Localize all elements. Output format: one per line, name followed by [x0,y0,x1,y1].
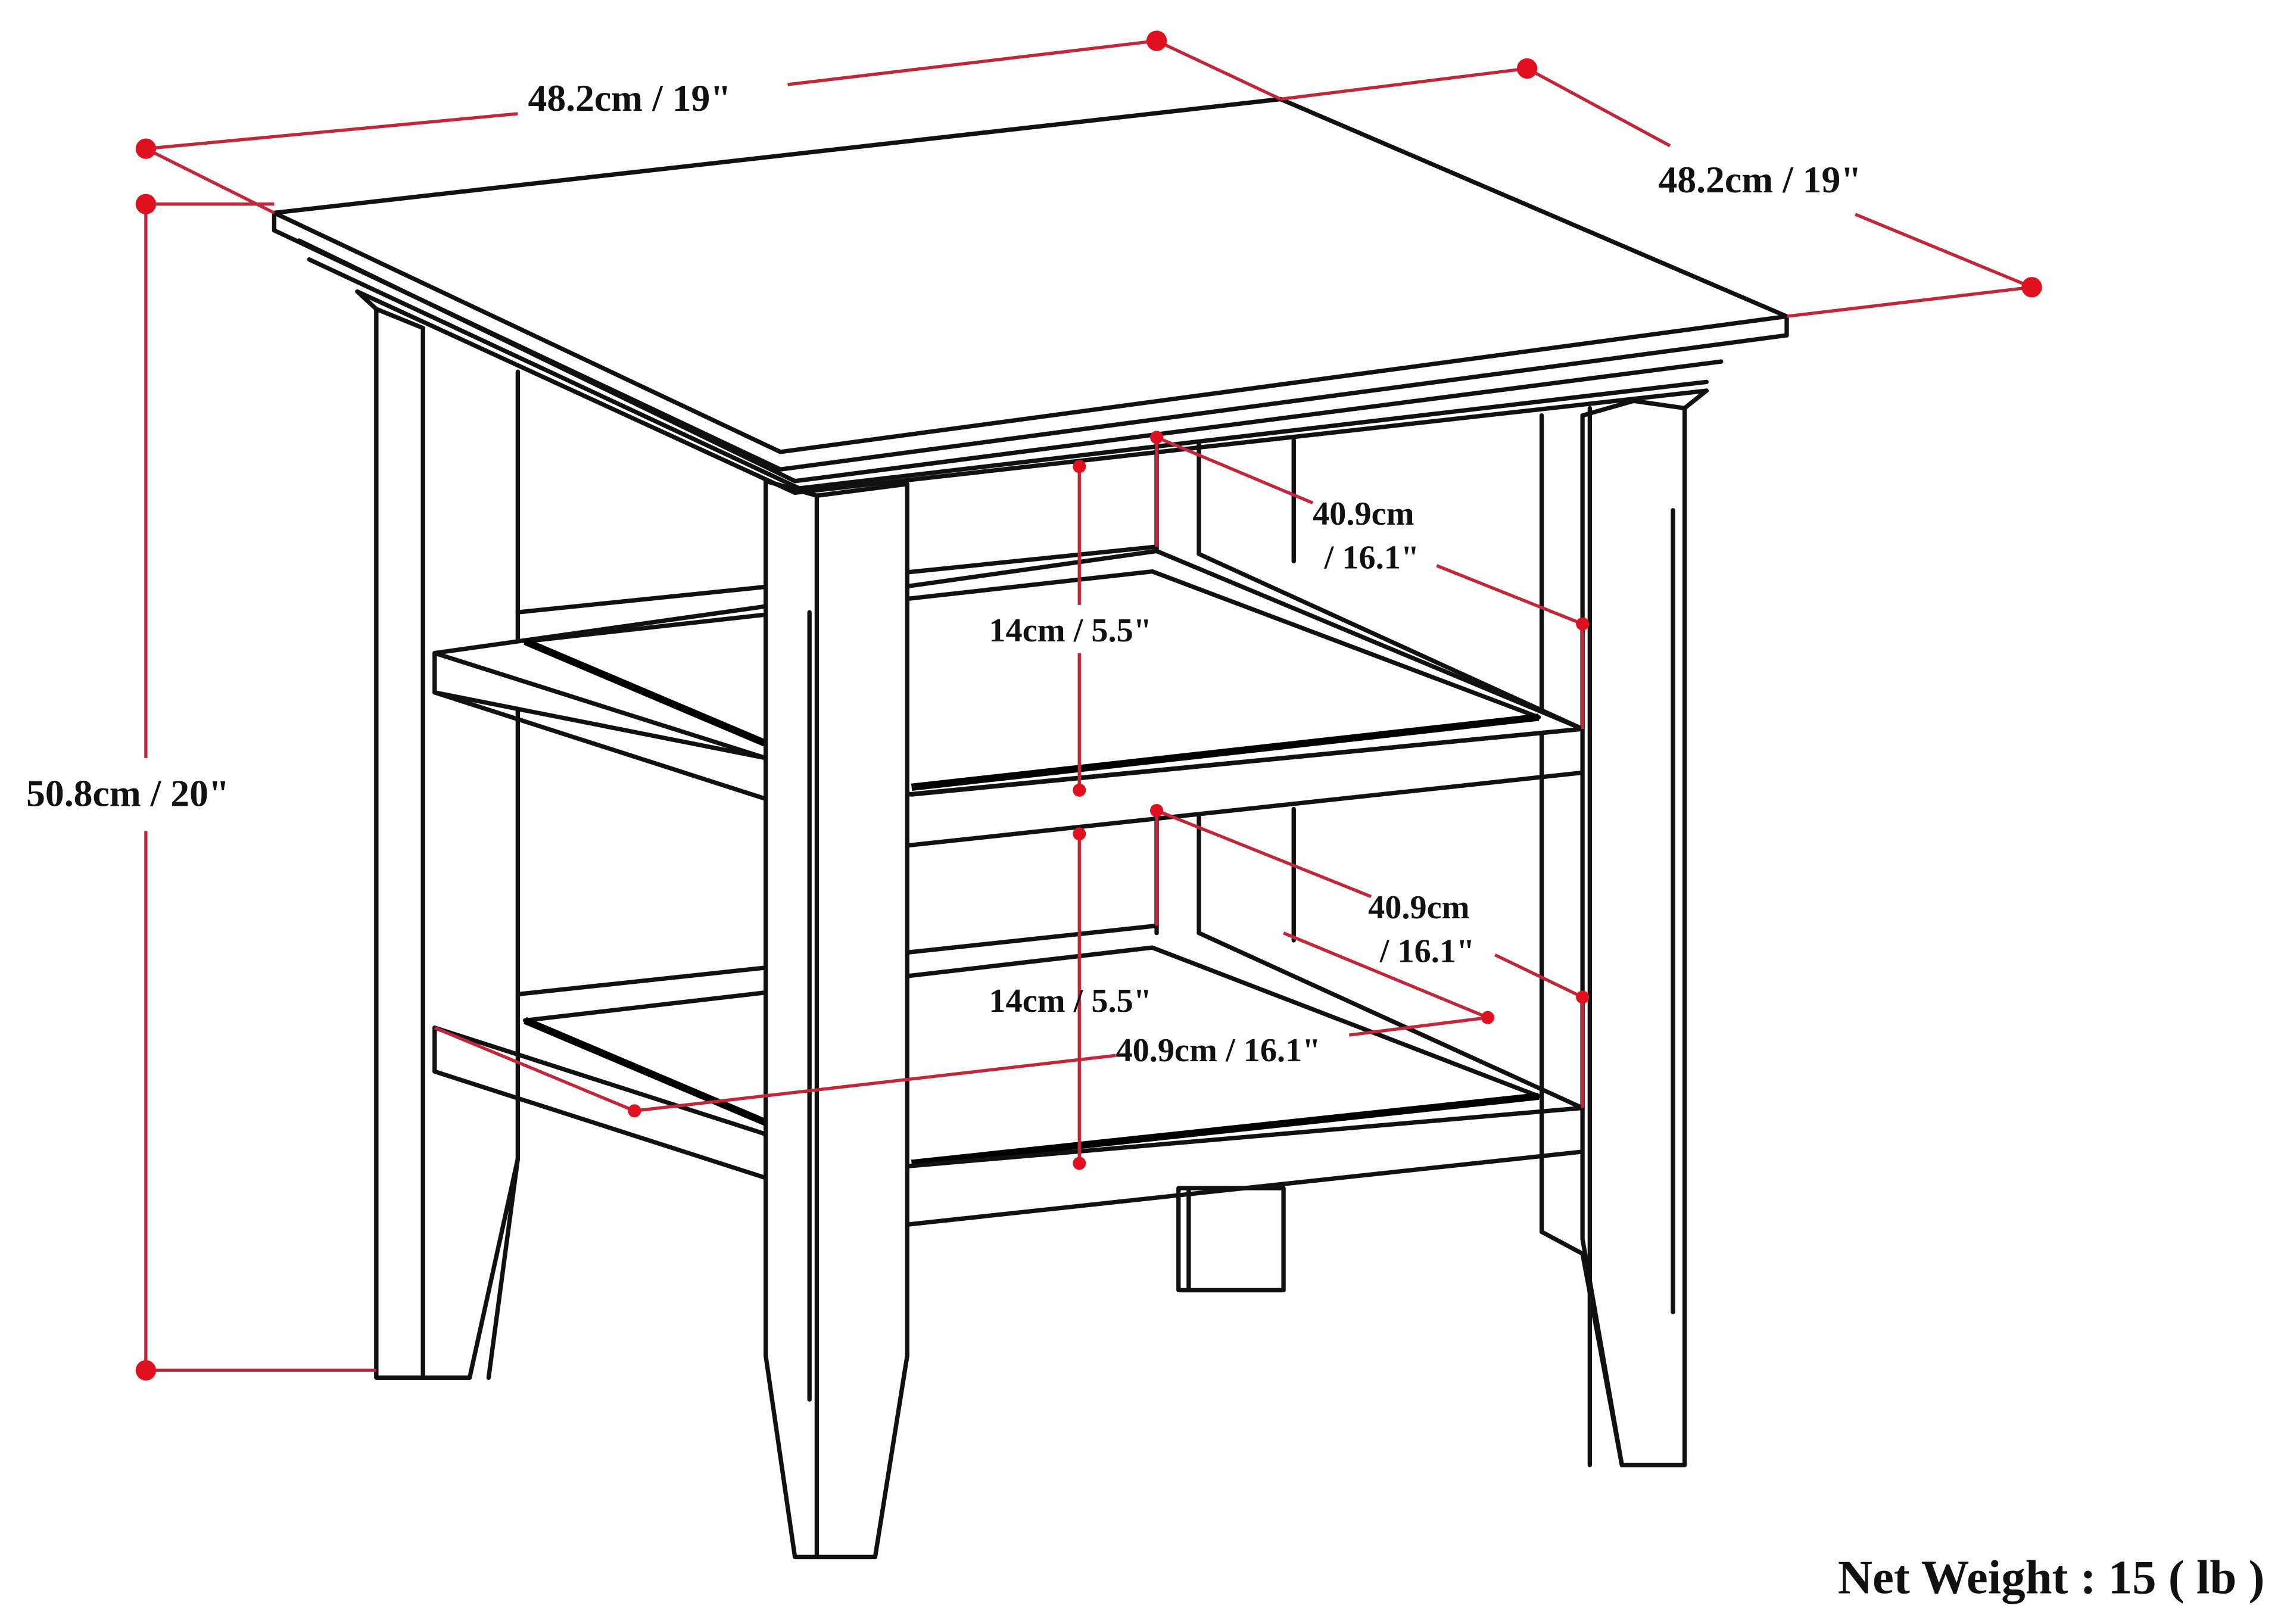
front-center-leg [764,479,909,1560]
back-inner-posts [1154,413,1544,1235]
upper-gap-label: 14cm / 5.5" [989,612,1152,649]
top-width-dimension [135,30,1282,214]
height-dimension [135,194,376,1381]
height-label: 50.8cm / 20" [26,772,229,815]
lower-shelf-width-dimension [434,931,1494,1118]
table-outline [272,96,1789,1560]
upper-shelf-depth-dimension [1150,431,1590,729]
dimension-endpoint-dot [1516,58,1538,79]
upper-depth-label-line1: 40.9cm [1313,495,1414,532]
dimension-endpoint-dot [135,138,157,159]
upper-depth-label-line2: / 16.1" [1324,540,1420,576]
upper-shelf [432,544,1585,848]
lower-width-label: 40.9cm / 16.1" [1116,1032,1320,1069]
table-top [272,96,1789,495]
top-depth-label: 48.2cm / 19" [1658,158,1861,201]
dimension-lines [135,30,2042,1381]
top-width-label: 48.2cm / 19" [528,77,731,119]
lower-depth-label-line2: / 16.1" [1379,933,1475,970]
lower-depth-label-line1: 40.9cm [1368,889,1469,926]
dimension-endpoint-dot [2021,277,2042,298]
lower-gap-label: 14cm / 5.5" [989,983,1152,1020]
lower-shelf [432,923,1585,1227]
lower-shelf-depth-dimension [1150,804,1590,1108]
net-weight-label: Net Weight : 15 ( lb ) [1838,1551,2265,1604]
dimension-endpoint-dot [1146,30,1167,51]
top-depth-dimension [1280,58,2042,318]
lower-gap-dimension [1073,827,1086,1170]
dimension-endpoint-dot [135,1360,157,1381]
upper-gap-dimension [1073,460,1086,797]
back-right-leg [1176,1186,1286,1293]
front-left-leg [374,307,521,1380]
dimension-labels: 48.2cm / 19" 48.2cm / 19" 50.8cm / 20" 1… [26,77,2264,1604]
front-right-leg [1539,398,1687,1467]
back-left-leg [486,369,521,1380]
dimension-endpoint-dot [135,194,157,214]
